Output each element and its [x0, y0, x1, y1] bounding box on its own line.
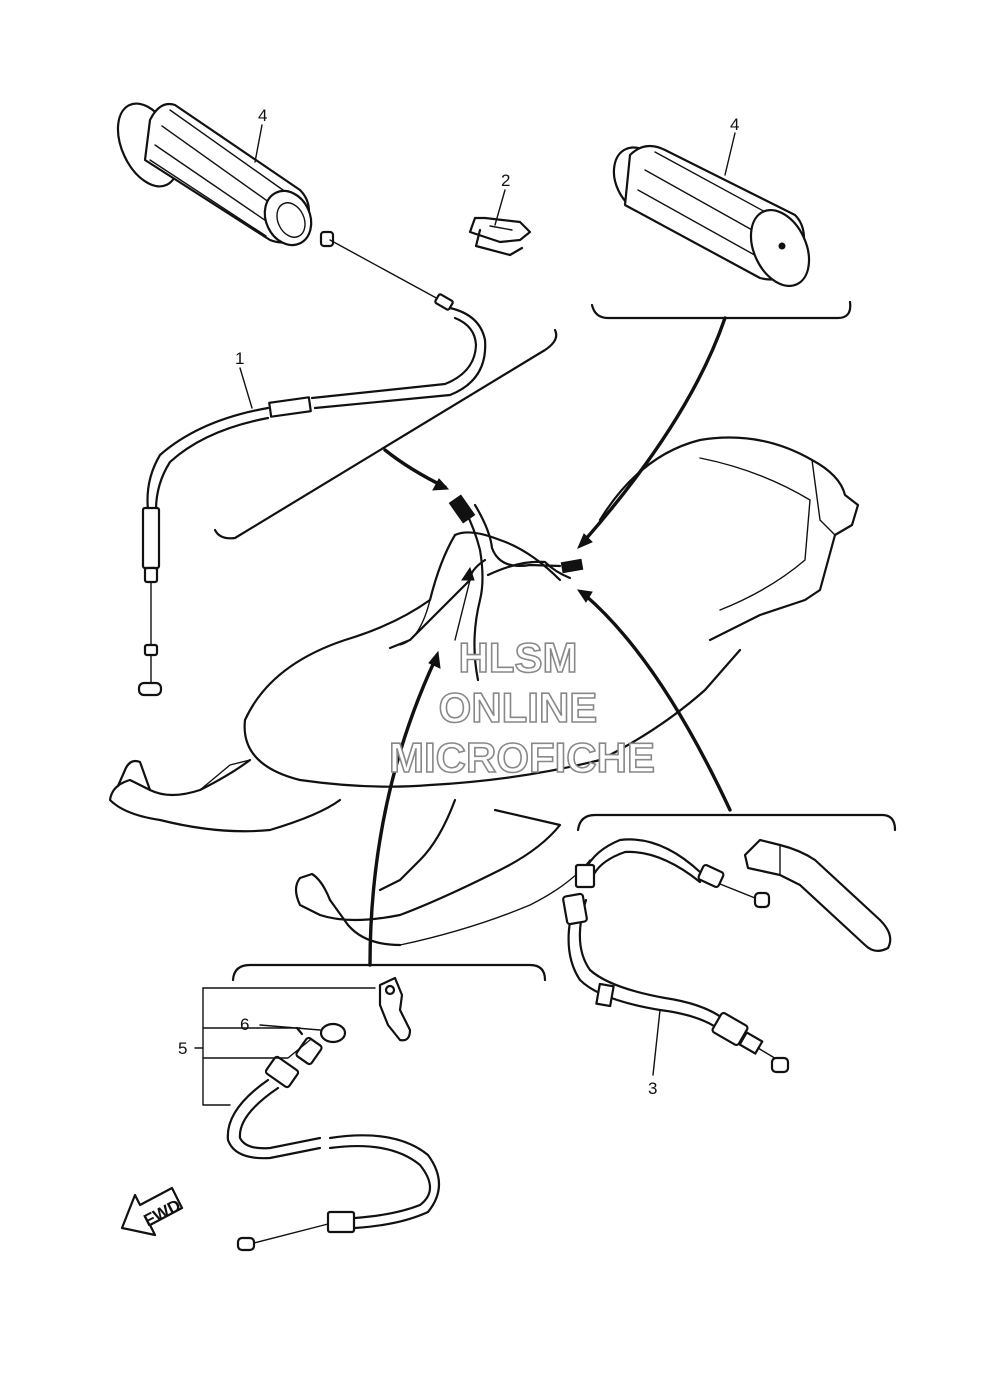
fwd-arrow: FWD [120, 1186, 184, 1237]
label-part-1: 1 [235, 349, 244, 368]
clip-part [468, 216, 532, 257]
watermark-line-1: HLSM [459, 634, 578, 681]
grip-right [612, 144, 811, 287]
label-part-5: 5 [178, 1039, 187, 1058]
label-part-4-right: 4 [730, 115, 739, 134]
callout-brackets [213, 300, 897, 982]
label-part-3: 3 [648, 1079, 657, 1098]
label-part-2: 2 [501, 171, 510, 190]
throttle-cable [137, 230, 487, 697]
brake-cable [562, 838, 892, 1074]
grip-left [116, 102, 313, 247]
handlebar-harness [388, 494, 584, 682]
watermark-line-3: MICROFICHE [389, 734, 655, 781]
choke-assembly [226, 976, 440, 1252]
snowmobile-outline [108, 436, 860, 947]
label-part-4-left: 4 [258, 106, 267, 125]
watermark: HLSM ONLINE MICROFICHE [388, 633, 656, 782]
part-labels: 4 2 4 1 3 5 6 [178, 106, 739, 1098]
routing-leaders [368, 316, 732, 967]
watermark-line-2: ONLINE [439, 684, 598, 731]
leader-lines [194, 124, 736, 1106]
label-part-6: 6 [240, 1015, 249, 1034]
